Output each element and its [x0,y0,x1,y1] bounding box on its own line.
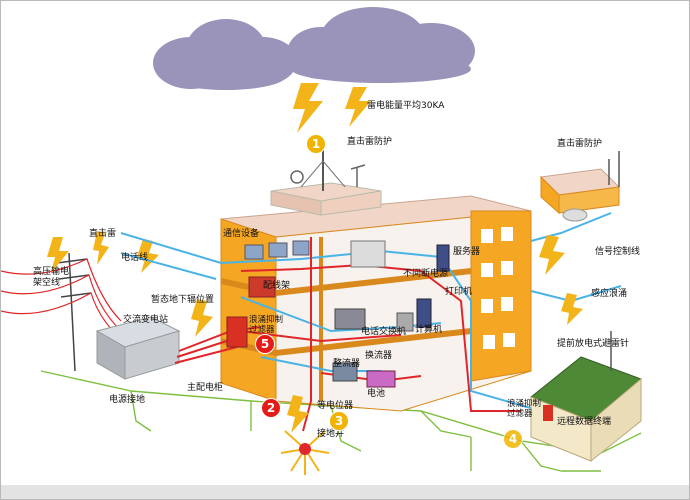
step-badge-4: 4 [503,429,523,449]
lightning-bolt-icon [287,395,309,433]
rooftop-structure [270,141,382,216]
label-main-distribution-cabinet: 主配电柜 [187,383,224,393]
step-badge-5: 5 [255,334,275,354]
grounding-network [40,370,642,472]
step-badge-1: 1 [306,134,326,154]
step-badge-2: 2 [261,398,281,418]
label-power-grounding: 电源接地 [109,395,146,405]
storm-cloud-left [153,19,297,90]
lightning-bolt-icon [47,237,69,273]
label-ups: 不间断电源 [403,269,449,279]
lightning-bolt-icon [345,87,371,127]
label-equipotential: 等电位器 [317,401,354,411]
equipment [226,240,450,388]
label-battery: 电池 [367,389,386,399]
lightning-bolt-icon [93,231,109,265]
lightning-bolt-icon [539,235,565,275]
storm-cloud-right [287,7,475,83]
label-direct-lightning: 直击雷 [89,229,117,239]
label-printer: 打印机 [445,287,473,297]
lightning-bolt-icon [137,239,159,273]
label-lightning-energy: 雷电能量平均30KA [367,101,445,111]
label-computer: 计算机 [415,325,443,335]
label-distribution-frame: 配线架 [263,281,291,291]
label-surge-suppressor-filter-right: 浪涌抑制 过滤器 [507,399,542,419]
label-phone-line: 电话线 [121,253,149,263]
label-comm-equipment: 通信设备 [223,229,260,239]
label-signal-control-line: 信号控制线 [595,247,641,257]
label-phone-exchange: 电话交换机 [361,327,407,337]
label-hv-overhead-line: 高压输电 架空线 [33,267,70,288]
label-rectifier: 整流器 [333,359,361,369]
label-early-streamer-rod: 提前放电式避雷针 [557,339,630,349]
grounding-well-marker [299,443,311,455]
label-grounding-well: 接地井 [317,429,345,439]
lightning-bolt-icon [293,83,323,133]
lightning-bolt-icon [191,299,213,337]
remote-building-top [539,151,621,222]
label-surge-suppressor-filter: 浪涌抑制 过滤器 [249,315,284,335]
label-direct-strike-protection: 直击雷防护 [347,137,393,147]
lightning-bolt-icon [561,293,583,325]
ac-substation [95,316,181,380]
label-remote-data-terminal: 远程数据终端 [557,417,612,427]
hv-pole [56,252,92,372]
label-converter: 换流器 [365,351,393,361]
step-badge-3: 3 [329,411,349,431]
label-ac-substation: 交流变电站 [123,315,169,325]
remote-terminal-building [530,331,642,463]
label-induced-surge: 感应浪涌 [591,289,628,299]
label-temp-underground: 暂态地下辐位置 [151,295,215,305]
label-server: 服务器 [453,247,481,257]
bottom-bar [1,485,689,499]
label-direct-strike-protection-right: 直击雷防护 [557,139,603,149]
